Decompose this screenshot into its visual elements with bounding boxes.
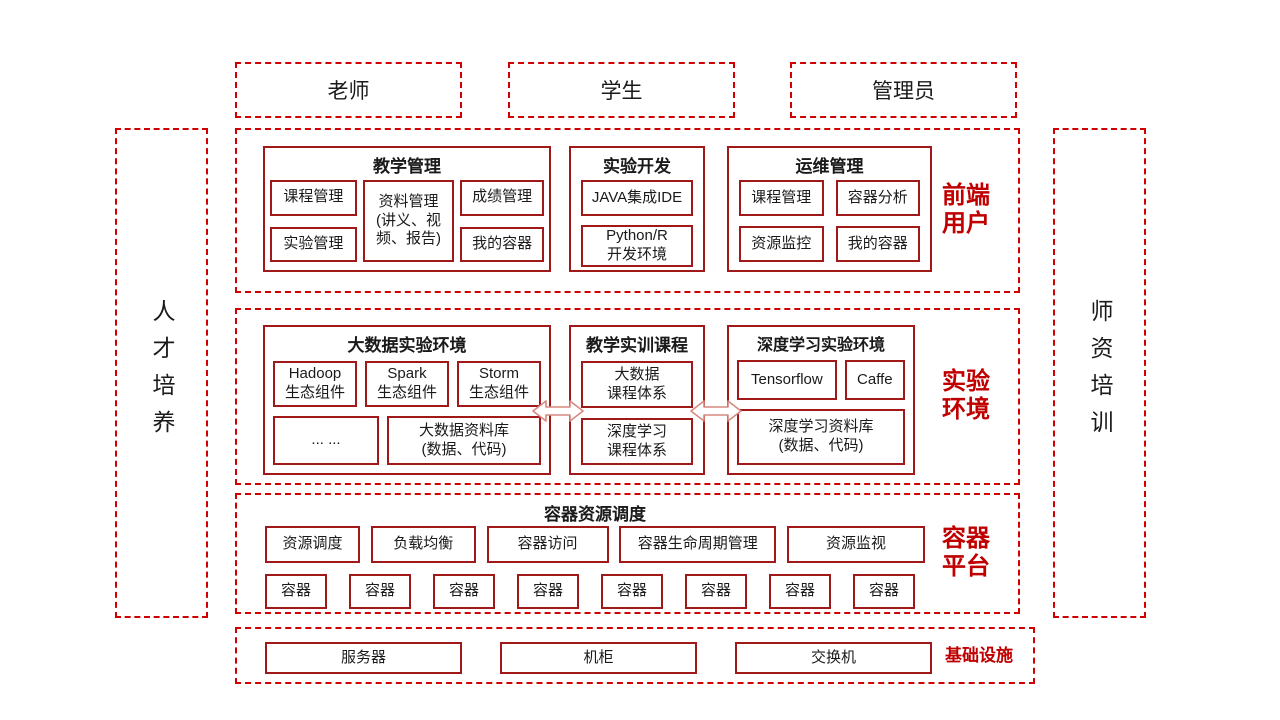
group-teaching-management-title: 教学管理 [373,157,441,176]
bigdata-row-2: ... ... 大数据资料库 (数据、代码) [273,416,541,465]
cell-ellipsis: ... ... [273,416,379,465]
group-deeplearning-environment-title: 深度学习实验环境 [756,337,885,354]
cell-resource-monitoring: 资源监控 [739,226,824,262]
group-teaching-management: 教学管理 课程管理 实验管理 资料管理 (讲义、视 频、报告) 成绩管理 我的容… [263,146,551,272]
double-arrow-icon [690,398,742,424]
infrastructure-label: 基础设施 [945,645,1013,665]
group-teaching-management-body: 课程管理 实验管理 资料管理 (讲义、视 频、报告) 成绩管理 我的容器 [265,180,549,270]
group-operations-management-body: 课程管理 容器分析 资源监控 我的容器 [729,180,930,270]
group-training-courses-body: 大数据 课程体系 深度学习 课程体系 [571,359,703,473]
teaching-col-1: 课程管理 实验管理 [270,180,357,262]
cell-bigdata-curriculum: 大数据 课程体系 [581,361,693,408]
role-student-label: 学生 [600,80,643,103]
role-box-student: 学生 [508,62,735,118]
right-rail-teacher-training: 师资培训 [1053,128,1146,618]
cell-container-access: 容器访问 [486,526,609,563]
role-box-admin: 管理员 [790,62,1017,118]
layer-container-platform: 容器资源调度 资源调度 负载均衡 容器访问 容器生命周期管理 资源监视 容器 容… [235,493,1020,614]
cell-server: 服务器 [265,642,462,674]
cell-resource-scheduling: 资源调度 [265,526,360,563]
group-bigdata-environment-body: Hadoop 生态组件 Spark 生态组件 Storm 生态组件 ... ..… [265,359,549,473]
cell-ops-my-container: 我的容器 [835,226,920,262]
group-operations-management: 运维管理 课程管理 容器分析 资源监控 我的容器 [727,146,932,272]
cell-grade-management: 成绩管理 [460,180,544,216]
cell-my-container: 我的容器 [460,226,544,262]
cell-java-ide: JAVA集成IDE [581,180,693,216]
cell-container-4: 容器 [517,574,579,609]
group-experiment-development-body: JAVA集成IDE Python/R 开发环境 [571,180,703,275]
cell-container-7: 容器 [769,574,831,609]
cell-tensorflow: Tensorflow [737,360,837,400]
left-rail-label: 人才培养 [149,299,175,447]
teaching-col-3: 成绩管理 我的容器 [460,180,544,262]
cell-container-3: 容器 [433,574,495,609]
experiment-environment-label: 实验 环境 [942,367,990,424]
container-platform-label: 容器 平台 [942,524,990,581]
bigdata-row-1: Hadoop 生态组件 Spark 生态组件 Storm 生态组件 [273,361,541,407]
group-training-courses-title: 教学实训课程 [586,336,688,355]
role-teacher-label: 老师 [327,80,370,103]
layer-experiment-environment: 大数据实验环境 Hadoop 生态组件 Spark 生态组件 Storm 生态组… [235,308,1020,485]
cell-python-r-env: Python/R 开发环境 [581,225,693,267]
cell-experiment-management: 实验管理 [270,226,357,262]
layer-frontend-users: 教学管理 课程管理 实验管理 资料管理 (讲义、视 频、报告) 成绩管理 我的容… [235,128,1020,293]
deeplearning-row-1: Tensorflow Caffe [737,360,905,400]
right-rail-label: 师资培训 [1087,299,1113,447]
left-rail-talent-training: 人才培养 [115,128,208,618]
cell-load-balancing: 负载均衡 [370,526,476,563]
cell-course-management: 课程管理 [270,180,357,216]
layer-infrastructure: 服务器 机柜 交换机 基础设施 [235,627,1035,684]
frontend-users-label: 前端 用户 [942,181,990,238]
scheduling-services-row: 资源调度 负载均衡 容器访问 容器生命周期管理 资源监视 [265,526,925,563]
group-experiment-development-title: 实验开发 [603,157,671,176]
cell-ops-course-management: 课程管理 [739,180,824,216]
cell-container-5: 容器 [601,574,663,609]
containers-row: 容器 容器 容器 容器 容器 容器 容器 容器 [265,574,915,609]
group-bigdata-environment: 大数据实验环境 Hadoop 生态组件 Spark 生态组件 Storm 生态组… [263,325,551,475]
cell-rack: 机柜 [500,642,697,674]
cell-resource-watch: 资源监视 [787,526,925,563]
cell-container-8: 容器 [853,574,915,609]
group-operations-management-title: 运维管理 [795,157,864,176]
group-deeplearning-environment-body: Tensorflow Caffe 深度学习资料库 (数据、代码) [729,358,913,473]
role-admin-label: 管理员 [872,80,935,103]
cell-caffe: Caffe [844,360,905,400]
group-experiment-development: 实验开发 JAVA集成IDE Python/R 开发环境 [569,146,705,272]
cell-hadoop-ecosystem: Hadoop 生态组件 [273,361,357,407]
cell-deeplearning-curriculum: 深度学习 课程体系 [581,418,693,465]
cell-deeplearning-repository: 深度学习资料库 (数据、代码) [737,409,905,465]
cell-material-management: 资料管理 (讲义、视 频、报告) [362,180,455,262]
container-scheduling-title: 容器资源调度 [544,505,646,524]
double-arrow-icon [532,398,584,424]
group-deeplearning-environment: 深度学习实验环境 Tensorflow Caffe 深度学习资料库 (数据、代码… [727,325,915,475]
group-training-courses: 教学实训课程 大数据 课程体系 深度学习 课程体系 [569,325,705,475]
cell-container-lifecycle: 容器生命周期管理 [619,526,777,563]
cell-container-6: 容器 [685,574,747,609]
cell-switch: 交换机 [735,642,932,674]
cell-bigdata-repository: 大数据资料库 (数据、代码) [387,416,541,465]
cell-container-analysis: 容器分析 [835,180,920,216]
cell-storm-ecosystem: Storm 生态组件 [457,361,541,407]
cell-container-2: 容器 [349,574,411,609]
cell-container-1: 容器 [265,574,327,609]
role-box-teacher: 老师 [235,62,462,118]
cell-spark-ecosystem: Spark 生态组件 [365,361,449,407]
group-bigdata-environment-title: 大数据实验环境 [347,336,467,355]
